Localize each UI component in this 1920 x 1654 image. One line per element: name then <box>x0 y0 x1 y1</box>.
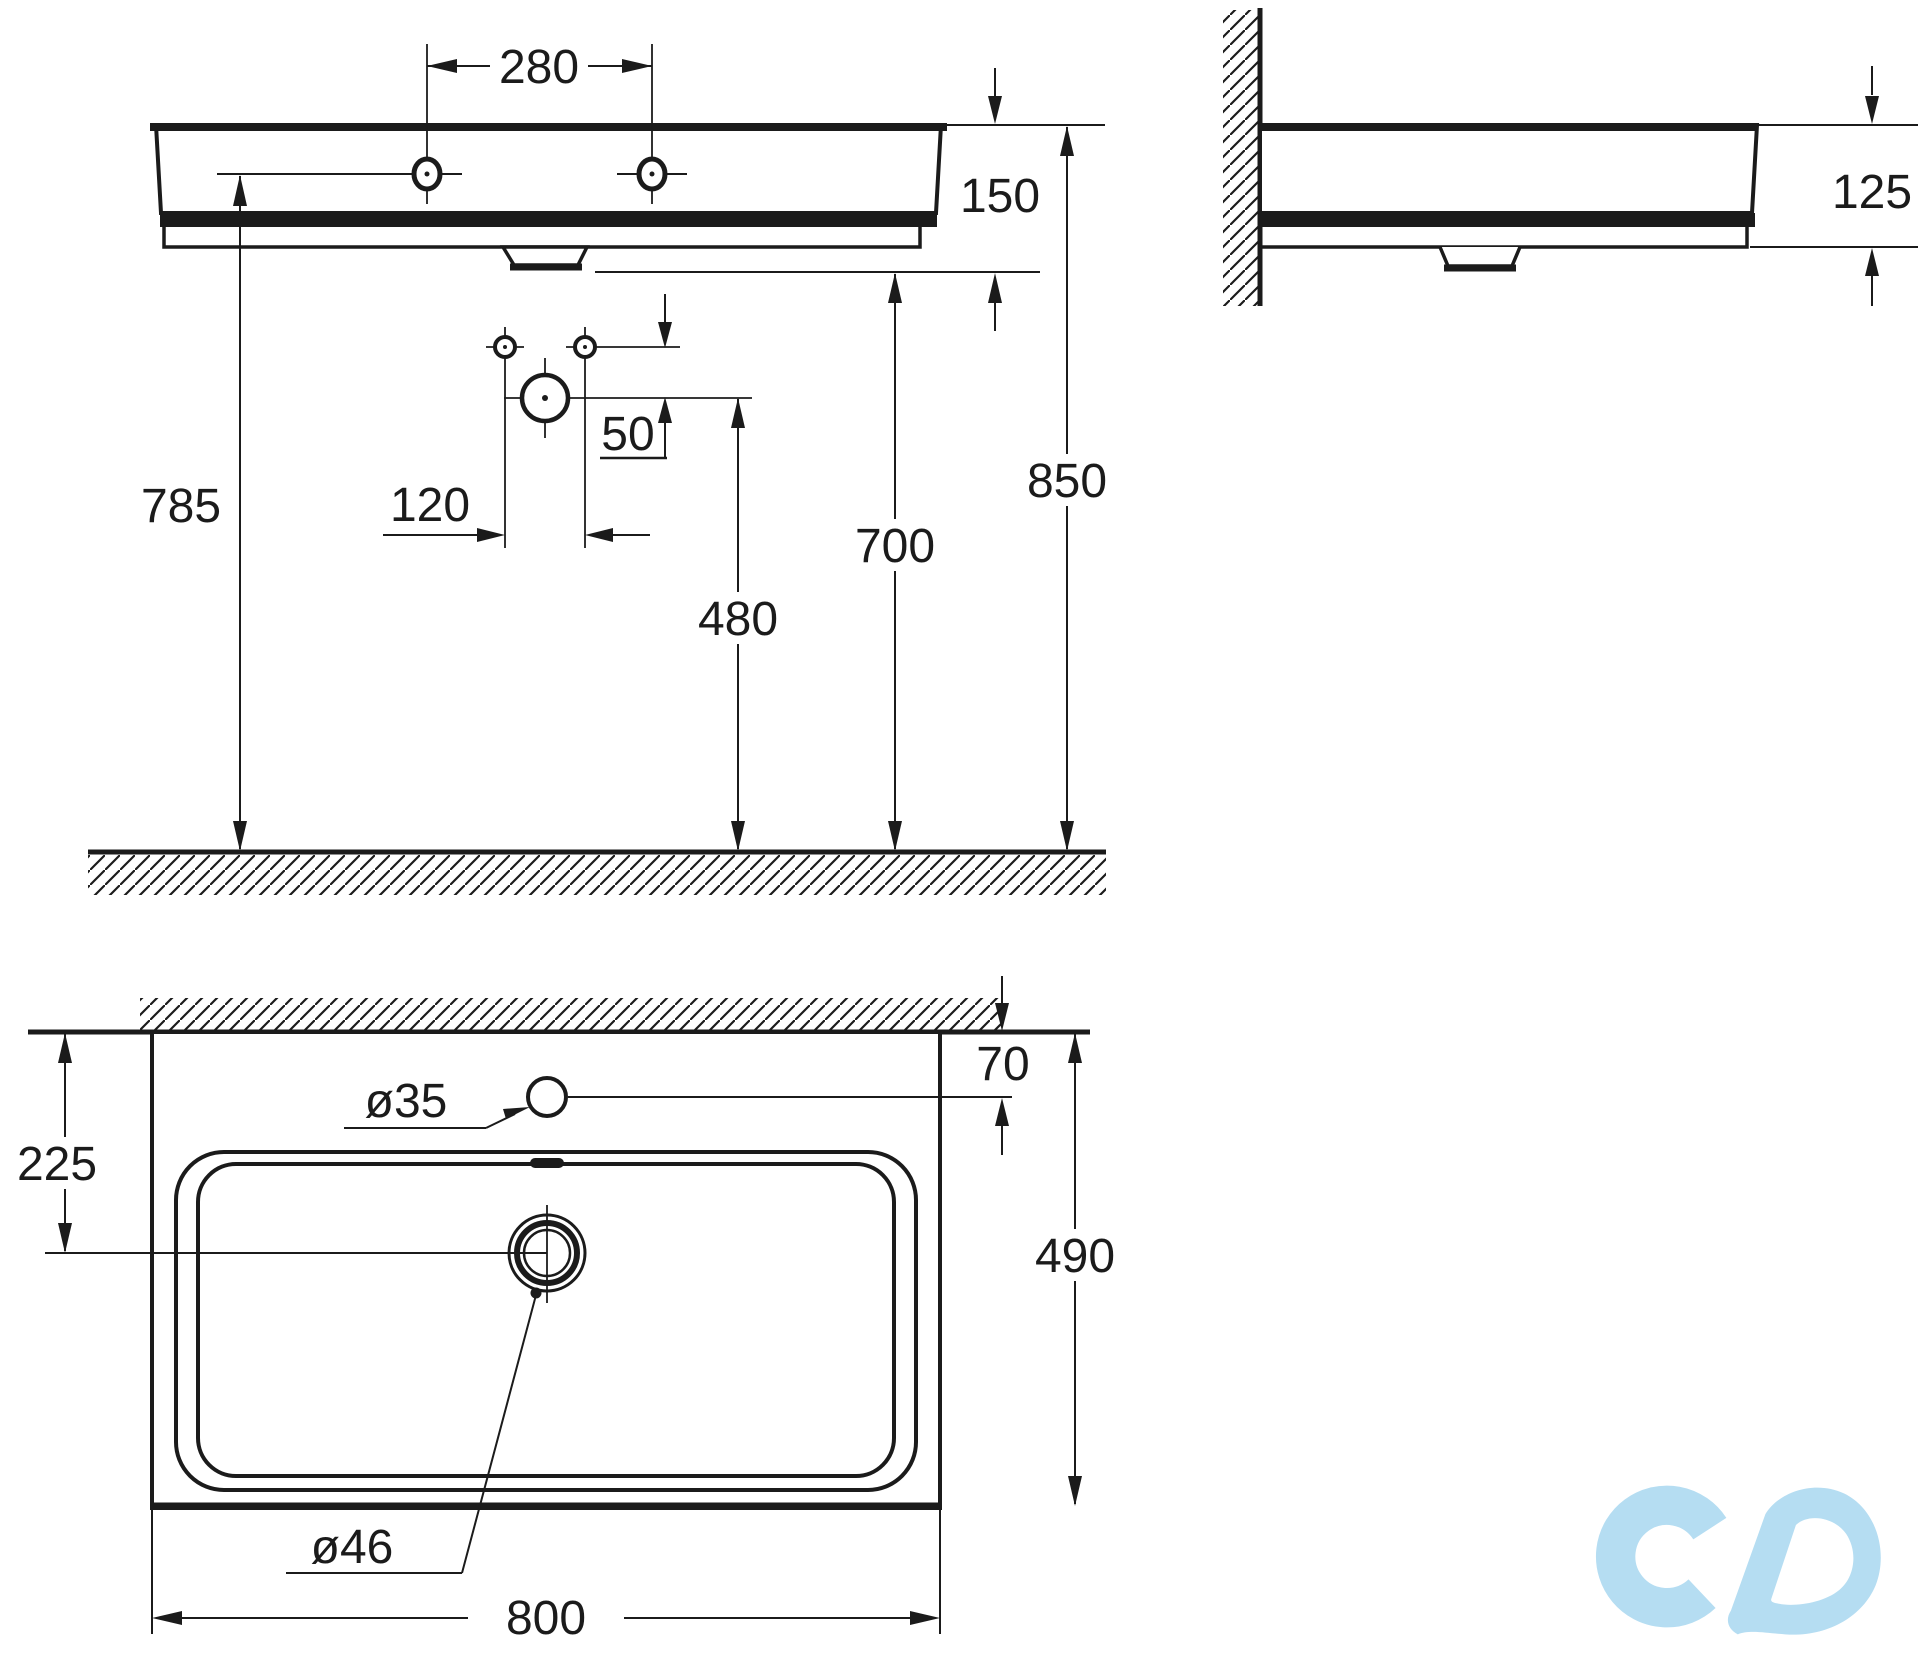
dim-120-label: 120 <box>390 479 470 532</box>
arrow-480-top <box>731 398 745 428</box>
overflow-slot <box>530 1158 564 1168</box>
basin-front-shadow-band <box>160 213 937 227</box>
arrow-850-bottom <box>1060 821 1074 851</box>
arrow-280-left <box>427 59 457 73</box>
drain-boss-side <box>1438 246 1522 268</box>
watermark-infinity-icon-right <box>1727 1487 1881 1635</box>
plan-view: 70 490 225 ø35 ø46 800 <box>14 976 1119 1645</box>
arrow-480-bottom <box>731 821 745 851</box>
arrow-125-bottom <box>1865 248 1879 276</box>
dim-480-label: 480 <box>698 593 778 646</box>
basin-side-shadow-band <box>1260 213 1755 227</box>
dim-150-label: 150 <box>960 170 1040 223</box>
arrow-70-bottom <box>995 1098 1009 1126</box>
anchor-hole-right-center <box>583 345 587 349</box>
arrow-700-top <box>888 273 902 303</box>
drain-ring-middle <box>514 1220 580 1286</box>
dim-70-label: 70 <box>976 1038 1029 1091</box>
faucet-hole-plan <box>526 1076 568 1118</box>
drain-ring-outer <box>507 1213 587 1293</box>
dim-785-label: 785 <box>141 480 221 533</box>
arrow-225-top <box>58 1033 72 1063</box>
dim-480-label-bg <box>694 592 782 644</box>
arrow-70-top <box>995 1003 1009 1031</box>
faucet-hole-left-center <box>424 171 430 177</box>
drain-diameter-leader <box>461 1294 537 1574</box>
watermark-infinity-icon <box>1596 1485 1727 1628</box>
drain-diameter-label: ø46 <box>311 1521 394 1574</box>
basin-front-step <box>162 227 922 249</box>
wall-hatching-plan <box>140 998 1002 1032</box>
drain-ring-inner <box>522 1228 572 1278</box>
arrow-850-top <box>1060 126 1074 156</box>
arrow-150-bottom <box>988 273 1002 303</box>
dim-800-label: 800 <box>506 1592 586 1645</box>
dim-490-label: 490 <box>1035 1230 1115 1283</box>
basin-side-outline <box>1258 123 1760 215</box>
arrow-120-right <box>585 528 613 542</box>
arrow-50-top <box>658 322 672 348</box>
front-view: 280 120 50 785 <box>88 41 1111 895</box>
dim-850-label-bg <box>1023 454 1111 506</box>
drain-hole-front-center <box>542 395 548 401</box>
dim-125-label: 125 <box>1832 166 1912 219</box>
arrow-800-right <box>910 1611 940 1625</box>
arrow-125-top <box>1865 96 1879 124</box>
anchor-hole-left-center <box>503 345 507 349</box>
drain-boss-front <box>499 245 590 267</box>
arrow-225-bottom <box>58 1223 72 1253</box>
side-view: 125 <box>1223 8 1918 306</box>
watermark-logo <box>1596 1485 1881 1635</box>
arrow-700-bottom <box>888 821 902 851</box>
arrow-785-bottom <box>233 821 247 851</box>
dim-490-label-bg <box>1031 1229 1119 1281</box>
dim-280-label: 280 <box>499 41 579 94</box>
dim-50-label: 50 <box>601 408 654 461</box>
dim-225-label-bg <box>14 1137 100 1189</box>
arrow-150-top <box>988 96 1002 124</box>
drain-diameter-leader-dot <box>530 1287 542 1299</box>
floor-hatching <box>88 855 1106 895</box>
faucet-hole-right-center <box>649 171 655 177</box>
arrow-120-left <box>477 528 505 542</box>
dim-700-label-bg <box>851 519 939 571</box>
dim-700-label: 700 <box>855 520 935 573</box>
arrow-280-right <box>622 59 652 73</box>
basin-front-outline <box>153 123 944 215</box>
wall-hatching-side <box>1223 10 1260 306</box>
arrow-785-top <box>233 175 247 206</box>
arrow-50-bottom <box>658 397 672 423</box>
faucet-diameter-arrow <box>503 1107 530 1119</box>
faucet-diameter-label: ø35 <box>365 1075 448 1128</box>
arrow-490-bottom <box>1068 1476 1082 1506</box>
dim-225-label: 225 <box>17 1138 97 1191</box>
arrow-490-top <box>1068 1033 1082 1063</box>
dim-850-label: 850 <box>1027 455 1107 508</box>
basin-side-step <box>1260 227 1749 249</box>
bowl-outer-outline <box>174 1150 918 1492</box>
arrow-800-left <box>152 1611 182 1625</box>
